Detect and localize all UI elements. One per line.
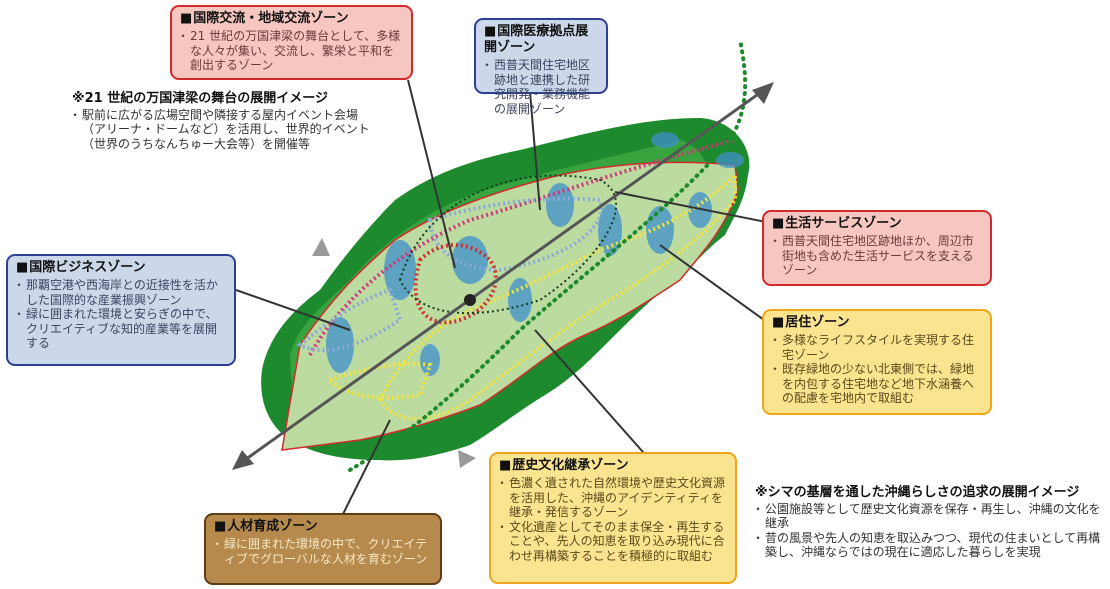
leader-lines — [235, 79, 767, 521]
zone-title: 国際ビジネスゾーン — [16, 260, 226, 276]
zone-item: 21 世紀の万国津梁の舞台として、多様な人々が集い、交流し、繁栄と平和を創出する… — [177, 29, 403, 73]
zone-title: 歴史文化継承ゾーン — [499, 458, 727, 474]
zone-international-business: 国際ビジネスゾーン 那覇空港や西海岸との近接性を活かした国際的な産業振興ゾーン … — [6, 254, 236, 366]
axis-arrow-head-ne — [752, 82, 774, 104]
zone-living-service: 生活サービスゾーン 西普天間住宅地区跡地ほか、周辺市街地も含めた生活サービスを支… — [762, 210, 992, 286]
note-stage-image: ※21 世紀の万国津梁の舞台の展開イメージ 駅前に広がる広場空間や隣接する屋内イ… — [69, 91, 380, 152]
zone-history-culture: 歴史文化継承ゾーン 色濃く遺された自然環境や歴史文化資源を活用した、沖縄のアイデ… — [489, 452, 737, 584]
zone-item: 那覇空港や西海岸との近接性を活かした国際的な産業振興ゾーン — [13, 278, 226, 307]
zone-item: 既存緑地の少ない北東側では、緑地を内包する住宅地など地下水涵養への配慮を宅地内で… — [769, 362, 982, 406]
zone-item: 西普天間住宅地区跡地と連携した研究開発・業務機能の展開ゾーン — [481, 58, 598, 116]
zone-title: 生活サービスゾーン — [772, 216, 982, 232]
note-title: ※21 世紀の万国津梁の舞台の展開イメージ — [72, 91, 328, 106]
axis-arrow-head-sw — [232, 450, 254, 470]
zone-title: 国際交流・地域交流ゾーン — [180, 11, 403, 27]
zone-item: 緑に囲まれた環境と安らぎの中で、クリエイティブな知的産業等を展開する — [13, 307, 226, 351]
note-shima-image: ※シマの基層を通した沖縄らしさの追求の展開イメージ 公園施設等として歴史文化資源… — [752, 485, 1105, 560]
zone-human-resources: 人材育成ゾーン 緑に囲まれた環境の中で、クリエイティブでグローバルな人材を育むゾ… — [204, 513, 442, 585]
zone-item: 多様なライフスタイルを実現する住宅ゾーン — [769, 333, 982, 362]
zone-title: 居住ゾーン — [772, 315, 982, 331]
zone-item: 文化遺産としてそのまま保全・再生することや、先人の知恵を取り込み現代に合わせ再構… — [496, 520, 727, 564]
zone-title: 国際医療拠点展開ゾーン — [484, 24, 598, 56]
zone-item: 色濃く遺された自然環境や歴史文化資源を活用した、沖縄のアイデンティティを継承・発… — [496, 476, 727, 520]
note-item: 公園施設等として歴史文化資源を保存・再生し、沖縄の文化を継承 — [752, 502, 1105, 531]
note-title: ※シマの基層を通した沖縄らしさの追求の展開イメージ — [755, 485, 1080, 500]
side-arrow-se — [458, 450, 476, 468]
zone-item: 緑に囲まれた環境の中で、クリエイティブでグローバルな人材を育むゾーン — [211, 537, 432, 566]
side-arrow-nw — [312, 238, 330, 256]
main-axis-line — [241, 88, 765, 464]
central-node — [464, 294, 476, 306]
zone-item: 西普天間住宅地区跡地ほか、周辺市街地も含めた生活サービスを支えるゾーン — [769, 234, 982, 278]
zone-international-exchange: 国際交流・地域交流ゾーン 21 世紀の万国津梁の舞台として、多様な人々が集い、交… — [170, 5, 413, 80]
green-route — [348, 38, 748, 472]
zone-residential: 居住ゾーン 多様なライフスタイルを実現する住宅ゾーン 既存緑地の少ない北東側では… — [762, 309, 992, 415]
dark-dotted-loop — [398, 174, 618, 315]
note-item: 駅前に広がる広場空間や隣接する屋内イベント会場（アリーナ・ドームなど）を活用し、… — [69, 108, 380, 152]
zone-title: 人材育成ゾーン — [214, 519, 432, 535]
zone-international-medical: 国際医療拠点展開ゾーン 西普天間住宅地区跡地と連携した研究開発・業務機能の展開ゾ… — [474, 18, 608, 116]
note-item: 昔の風景や先人の知恵を取込みつつ、現代の住まいとして再構築し、沖縄ならではの現在… — [752, 531, 1105, 560]
